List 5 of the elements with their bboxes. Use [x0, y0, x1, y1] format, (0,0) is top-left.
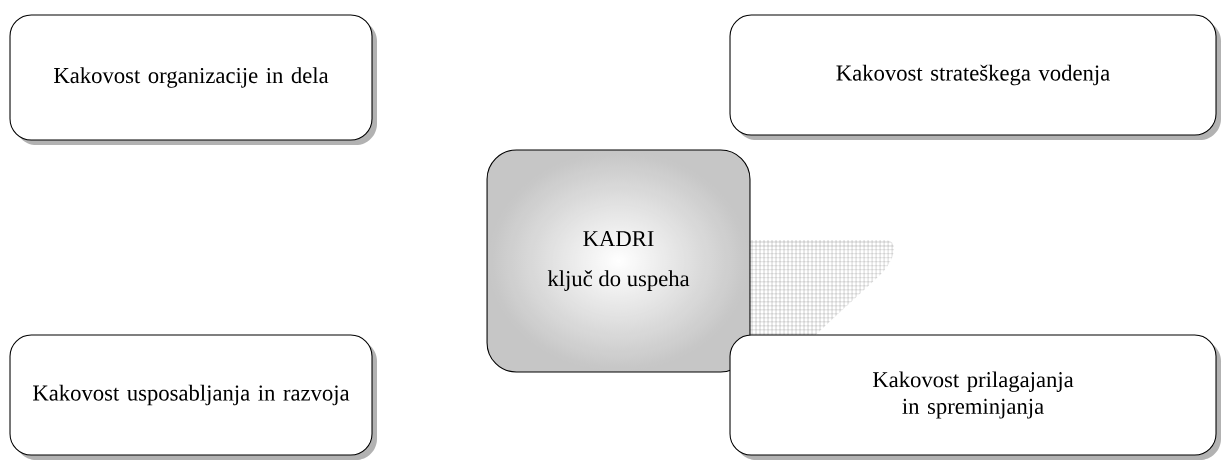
rounded-box: Kakovost organizacije in dela [9, 14, 377, 145]
rounded-box: Kakovost usposabljanja in razvoja [9, 334, 377, 460]
center-box: KADRI ključ do uspeha [486, 149, 751, 373]
rounded-box: Kakovost prilagajanja in spreminjanja [729, 334, 1221, 460]
rounded-box: Kakovost strateškega vodenja [729, 14, 1221, 140]
